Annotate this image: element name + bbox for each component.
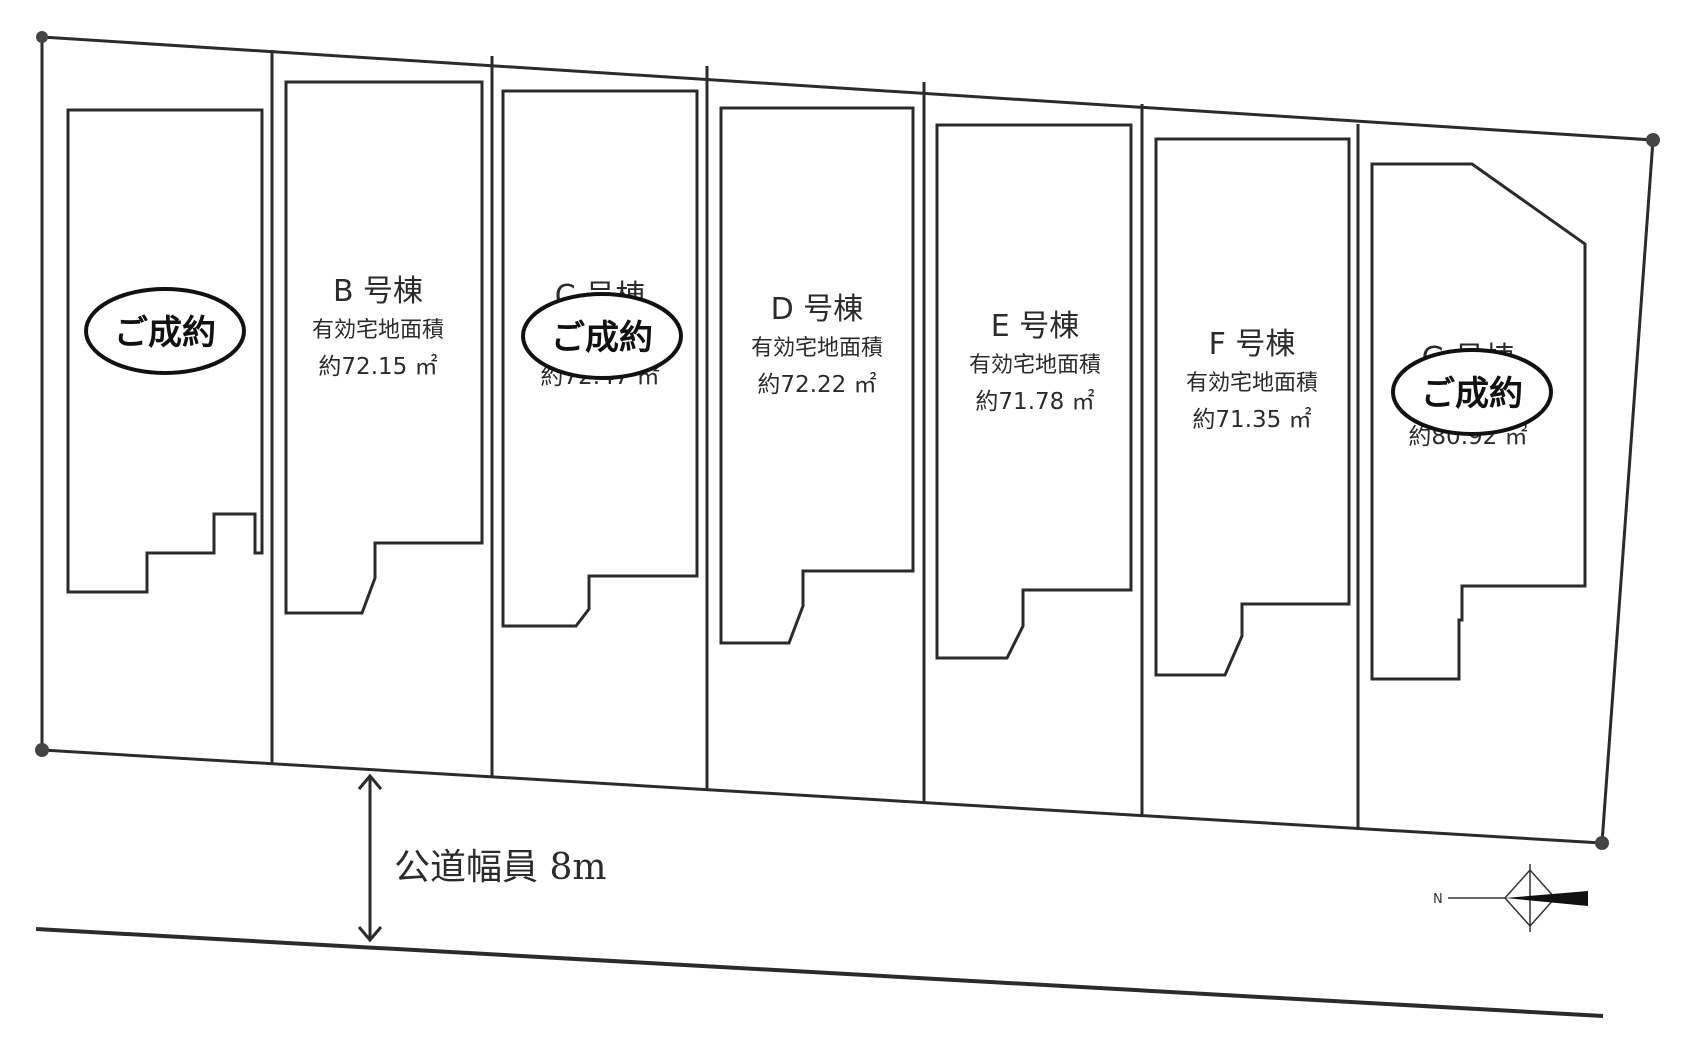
lot-area-value: 約72.15 ㎡ xyxy=(318,354,437,380)
sold-stamp-label: ご成約 xyxy=(114,313,216,353)
lot-area-label: 有効宅地面積 xyxy=(751,336,883,361)
building-footprint-b xyxy=(284,80,484,615)
lot-area-value: 約71.35 ㎡ xyxy=(1192,407,1311,433)
road-width-dimension xyxy=(357,773,383,943)
sold-stamp-label: ご成約 xyxy=(551,318,653,358)
sold-stamp-a: ご成約 xyxy=(84,287,246,375)
boundary-corner-markers xyxy=(35,31,1660,850)
building-footprint-c xyxy=(501,89,699,628)
corner-marker xyxy=(1595,836,1609,850)
building-footprint-a xyxy=(66,108,264,594)
building-footprint-d xyxy=(719,106,915,645)
building-footprint-f xyxy=(1154,137,1351,677)
lot-f-text: F 号棟 有効宅地面積 約71.35 ㎡ xyxy=(1186,327,1318,433)
corner-marker xyxy=(36,31,48,43)
lot-d-text: D 号棟 有効宅地面積 約72.22 ㎡ xyxy=(751,292,883,398)
sold-stamp-c: ご成約 xyxy=(521,292,683,380)
lot-title: B 号棟 xyxy=(333,274,423,309)
lot-title: E 号棟 xyxy=(991,309,1080,344)
road-width-label: 公道幅員 8m xyxy=(394,847,607,888)
lot-area-value: 約71.78 ㎡ xyxy=(975,389,1094,415)
lot-area-label: 有効宅地面積 xyxy=(1186,371,1318,396)
lot-area-value: 約72.22 ㎡ xyxy=(757,372,876,398)
north-arrow-icon: N xyxy=(1433,864,1588,932)
north-label: N xyxy=(1433,892,1443,907)
lot-dividers xyxy=(270,50,1360,830)
lot-title: D 号棟 xyxy=(771,292,864,327)
building-footprint-g xyxy=(1370,162,1587,681)
sold-stamp-g: ご成約 xyxy=(1391,348,1553,436)
road-edge-line xyxy=(35,927,1604,1018)
sold-stamp-label: ご成約 xyxy=(1421,374,1523,414)
building-footprint-e xyxy=(935,123,1133,660)
lot-title: F 号棟 xyxy=(1209,327,1296,362)
corner-marker xyxy=(35,743,49,757)
lot-e-text: E 号棟 有効宅地面積 約71.78 ㎡ xyxy=(969,309,1101,415)
corner-marker xyxy=(1646,133,1660,147)
lot-area-label: 有効宅地面積 xyxy=(312,318,444,343)
building-footprints xyxy=(66,80,1587,681)
lot-b-text: B 号棟 有効宅地面積 約72.15 ㎡ xyxy=(312,274,444,380)
lot-area-label: 有効宅地面積 xyxy=(969,353,1101,378)
